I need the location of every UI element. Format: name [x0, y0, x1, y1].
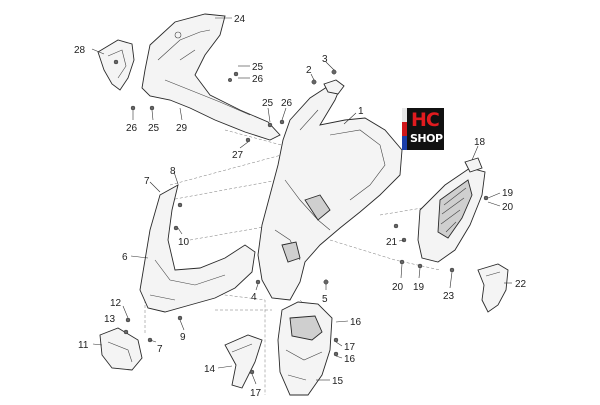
- part-24-upper-shield: [141, 13, 281, 141]
- callout-20: 20: [502, 202, 514, 213]
- callout-7: 7: [144, 176, 150, 187]
- callout-22: 22: [515, 279, 527, 290]
- part-6-front-lower-panel: [139, 184, 256, 313]
- leader-lines: [91, 17, 512, 385]
- callout-7: 7: [157, 344, 163, 355]
- callout-26: 26: [126, 123, 138, 134]
- callout-1: 1: [358, 106, 364, 117]
- callout-10: 10: [178, 237, 190, 248]
- part-28-bracket: [97, 39, 135, 91]
- callout-11: 11: [78, 340, 89, 351]
- logo-stripe-red: [402, 122, 407, 136]
- callout-12: 12: [110, 298, 122, 309]
- callout-21: 21: [386, 237, 398, 248]
- callout-26: 26: [252, 74, 264, 85]
- callout-26: 26: [281, 98, 293, 109]
- part-11-lower-bracket: [99, 317, 153, 371]
- callout-16: 16: [350, 317, 362, 328]
- callout-8: 8: [170, 166, 176, 177]
- callout-labels: 24 28 25 26 3 2 1 26 25 29 25 26 27 18 8…: [74, 14, 527, 399]
- callout-27: 27: [232, 150, 244, 161]
- callout-29: 29: [176, 123, 188, 134]
- logo-sub-text: SHOP: [410, 132, 443, 145]
- callout-13: 13: [104, 314, 116, 325]
- callout-17: 17: [250, 388, 262, 399]
- callout-6: 6: [122, 252, 128, 263]
- callout-24: 24: [234, 14, 246, 25]
- callout-18: 18: [474, 137, 486, 148]
- part-22-flap: [477, 263, 509, 313]
- callout-14: 14: [204, 364, 216, 375]
- callout-4: 4: [251, 292, 257, 303]
- callout-20: 20: [392, 282, 404, 293]
- hc-shop-logo: HC SHOP: [402, 108, 444, 150]
- callout-23: 23: [443, 291, 455, 302]
- grille-mesh: [437, 179, 473, 239]
- callout-25: 25: [148, 123, 160, 134]
- callout-25: 25: [262, 98, 274, 109]
- callout-25: 25: [252, 62, 264, 73]
- part-15-nose-cover: [277, 301, 339, 396]
- callout-15: 15: [332, 376, 344, 387]
- part-1-front-shield-frame: [257, 84, 403, 301]
- callout-19: 19: [502, 188, 514, 199]
- part-14-deflector: [224, 334, 263, 389]
- part-18-side-grille: [417, 157, 489, 263]
- callout-2: 2: [306, 65, 312, 76]
- callout-19: 19: [413, 282, 425, 293]
- callout-5: 5: [322, 294, 328, 305]
- callout-3: 3: [322, 54, 328, 65]
- callout-9: 9: [180, 332, 186, 343]
- logo-main-text: HC: [411, 109, 440, 131]
- callout-17: 17: [344, 342, 356, 353]
- callout-16: 16: [344, 354, 356, 365]
- logo-stripe-white: [402, 108, 407, 122]
- callout-28: 28: [74, 45, 86, 56]
- fasteners: [130, 71, 455, 375]
- part-2-3-clips: [311, 69, 345, 95]
